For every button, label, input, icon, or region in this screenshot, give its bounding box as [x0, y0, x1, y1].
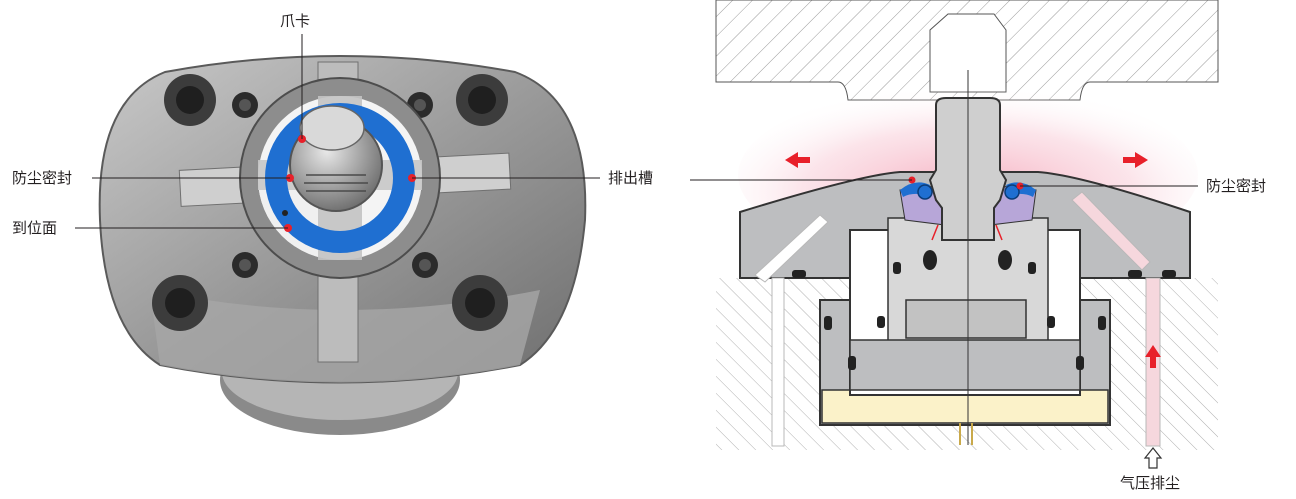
- label-air-purge: 气压排尘: [1120, 474, 1181, 492]
- cross-section-diagram: [715, 0, 1219, 469]
- label-seating-face: 到位面: [12, 219, 58, 237]
- label-dust-seal-left: 防尘密封: [12, 169, 73, 187]
- flow-arrows: [785, 152, 1161, 368]
- air-up-arrow: [1145, 345, 1161, 368]
- blue-seals: [900, 182, 1036, 200]
- label-dust-seal-right: 防尘密封: [1206, 177, 1267, 195]
- o-rings: [758, 250, 1176, 370]
- label-claw: 爪卡: [280, 12, 311, 30]
- air-inlet-arrow: [1143, 447, 1163, 469]
- inner-screws: [232, 92, 438, 278]
- corner-bolt-holes: [152, 74, 508, 331]
- right-leader-lines: [690, 179, 1198, 187]
- chuck-photo: [98, 55, 587, 435]
- left-leader-lines: [75, 34, 600, 229]
- label-discharge-groove: 排出槽: [608, 169, 654, 187]
